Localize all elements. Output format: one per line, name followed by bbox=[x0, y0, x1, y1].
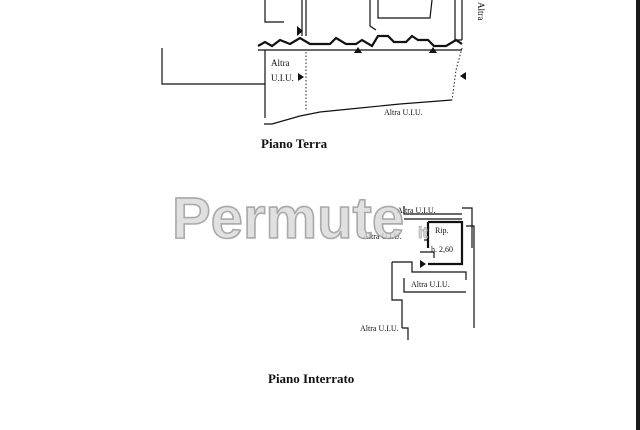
wall-segment bbox=[377, 0, 433, 19]
wall-segment bbox=[392, 261, 467, 280]
entrance-arrow-icon bbox=[429, 47, 437, 53]
arrow-icon bbox=[460, 72, 466, 80]
arrow-icon bbox=[298, 73, 304, 81]
label-altra-uiu-inner: Altra U.I.U. bbox=[411, 280, 450, 289]
label-altra-uiu-top: Altra U.I.U. bbox=[397, 206, 436, 215]
label-altra-uiu-bottom: Altra U.I.U. bbox=[360, 324, 399, 333]
wall-segment bbox=[264, 0, 284, 23]
wall-segment bbox=[402, 327, 409, 340]
wall-segment bbox=[403, 206, 462, 215]
wall-segment bbox=[403, 278, 466, 293]
dotted-partition bbox=[451, 47, 463, 101]
wall-segment bbox=[466, 225, 475, 328]
label-altra-uiu-left: Altra U.I.U. bbox=[363, 232, 402, 241]
label-altra-vertical: Altra bbox=[476, 2, 486, 21]
basement-plan: Altra U.I.U. Altra U.I.U. Rip. h. 2,60 A… bbox=[268, 206, 475, 386]
label-room: Rip. bbox=[435, 226, 449, 235]
wall-segment bbox=[391, 262, 403, 328]
label-uiu: U.I.U. bbox=[271, 73, 294, 83]
entrance-arrow-icon bbox=[354, 47, 362, 53]
boundary-line bbox=[264, 99, 453, 125]
watermark: Permute it bbox=[171, 185, 429, 252]
facade-wall bbox=[257, 34, 463, 48]
wall-segment bbox=[420, 251, 435, 258]
watermark-brand: Permute bbox=[172, 186, 404, 251]
ground-floor-plan: Altra U.I.U. Altra U.I.U. Altra Piano Te… bbox=[161, 0, 486, 151]
watermark-suffix: it bbox=[418, 225, 428, 242]
ground-floor-title: Piano Terra bbox=[261, 136, 328, 151]
wall-segment bbox=[369, 0, 377, 31]
room-wall bbox=[428, 220, 464, 266]
basement-title: Piano Interrato bbox=[268, 371, 354, 386]
boundary-line bbox=[161, 48, 265, 85]
wall-segment bbox=[462, 207, 473, 248]
wall-segment bbox=[454, 0, 462, 41]
arrow-icon bbox=[420, 260, 426, 268]
scan-edge bbox=[636, 0, 640, 430]
label-altra: Altra bbox=[271, 58, 290, 68]
label-height: h. 2,60 bbox=[431, 245, 453, 254]
label-altra-uiu-bottom: Altra U.I.U. bbox=[384, 108, 423, 117]
entrance-arrow-icon bbox=[297, 26, 303, 36]
